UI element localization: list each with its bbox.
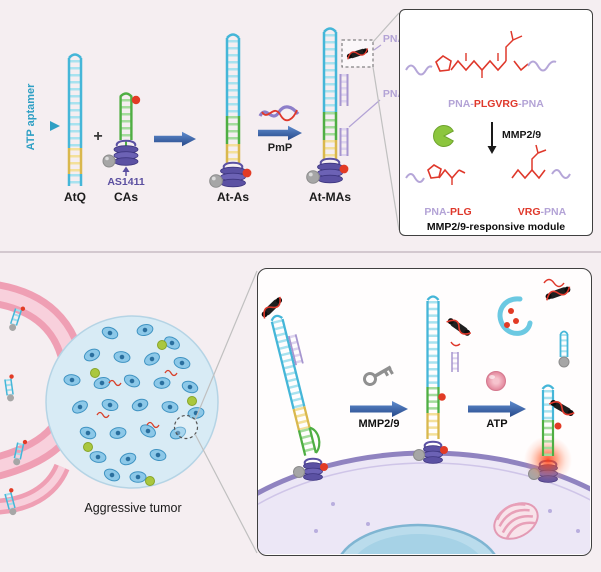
organelle	[493, 502, 539, 540]
substrate-core: PLGVRG	[473, 98, 519, 110]
reaction-arrow-1	[154, 131, 196, 147]
pna-peptide-motif-icon	[445, 315, 473, 339]
enzyme-label: MMP2/9	[502, 129, 542, 141]
quencher-dot	[339, 164, 349, 174]
magnify-circle	[173, 414, 199, 440]
quencher-dot	[320, 463, 328, 471]
quencher-dot	[242, 168, 252, 178]
product-left-structure	[405, 164, 466, 185]
substrate-label: PNA-PLGVRG-PNA	[400, 98, 592, 110]
magnify-line	[372, 66, 400, 231]
membrane-anchor	[422, 440, 444, 465]
atp-aptamer-label: ATP aptamer	[25, 83, 37, 151]
mmp-arrow-label: MMP2/9	[358, 418, 400, 430]
product-right-structure	[511, 144, 571, 180]
product-left-label: PNA-PLG	[404, 206, 492, 218]
probe-state-1	[259, 294, 321, 456]
product-right-core: VRG	[517, 206, 541, 218]
pmp-probe-graphic	[258, 105, 300, 122]
membrane-anchor	[302, 457, 324, 482]
module-caption: MMP2/9-responsive module	[426, 221, 566, 233]
tumor-mass	[45, 315, 219, 489]
at-as-label: At-As	[217, 190, 249, 204]
cleavage-arrow-icon	[487, 122, 497, 154]
gray-sphere	[413, 449, 425, 461]
product-left-core: PLG	[450, 206, 472, 218]
mmp-enzyme-icon	[433, 125, 454, 147]
gray-sphere	[209, 174, 223, 188]
at-as-structure	[209, 33, 252, 188]
mechanism-inset: MMP2/9 ATP	[257, 268, 592, 556]
magnify-line	[194, 433, 258, 554]
product-left-pna: PNA-	[424, 206, 451, 218]
mmp-step-arrow	[350, 401, 408, 417]
product-right-pna: -PNA	[540, 206, 567, 218]
gray-sphere	[306, 170, 320, 184]
mmp-module-graphic	[405, 30, 571, 185]
at-mas-structure	[306, 27, 382, 184]
atp-arrow-label: ATP	[486, 418, 508, 430]
quencher-dot	[131, 95, 141, 105]
cas-structure	[102, 92, 141, 176]
key-icon	[363, 365, 394, 386]
magnify-line	[372, 12, 400, 43]
reaction-arrow-2	[258, 125, 302, 141]
released-fragments	[497, 278, 573, 368]
gray-sphere	[102, 154, 116, 168]
atp-molecule	[486, 371, 506, 391]
substrate-structure	[405, 30, 557, 78]
mmp-module-inset: PNA-PLGVRG-PNA MMP2/9 PNA-PLG VRG-PNA MM…	[399, 9, 593, 236]
substrate-pna-left: PNA-	[448, 98, 474, 110]
atq-structure	[50, 53, 83, 186]
probe-state-3	[524, 384, 576, 484]
as1411-label: AS1411	[107, 176, 145, 188]
magnify-line	[194, 270, 258, 421]
atq-label: AtQ	[64, 190, 86, 204]
atp-step-arrow	[468, 401, 526, 417]
as1411-pointer-icon	[122, 166, 130, 172]
mechanism-graphic	[258, 278, 591, 555]
tumor-scene-graphic	[0, 270, 258, 554]
gray-sphere	[293, 466, 305, 478]
tumor-label: Aggressive tumor	[84, 501, 182, 515]
pmp-label: PmP	[267, 142, 293, 154]
fluorescence-glow	[524, 436, 572, 484]
substrate-pna-right: -PNA	[518, 98, 544, 110]
pna-peptide-motif-icon	[259, 294, 285, 320]
product-right-label: VRG-PNA	[498, 206, 586, 218]
pna-peptide-motif-icon	[543, 284, 573, 302]
plus-sign: +	[93, 128, 103, 145]
panel-divider	[0, 251, 601, 253]
cas-label: CAs	[113, 190, 138, 204]
probe-state-2	[426, 295, 473, 439]
top-scheme-graphic	[50, 12, 400, 231]
circulating-probe	[4, 374, 17, 402]
nucleus	[339, 523, 497, 555]
atp-aptamer-pointer-icon	[50, 121, 60, 131]
at-mas-label: At-MAs	[309, 190, 351, 204]
quencher-dot	[440, 446, 448, 454]
